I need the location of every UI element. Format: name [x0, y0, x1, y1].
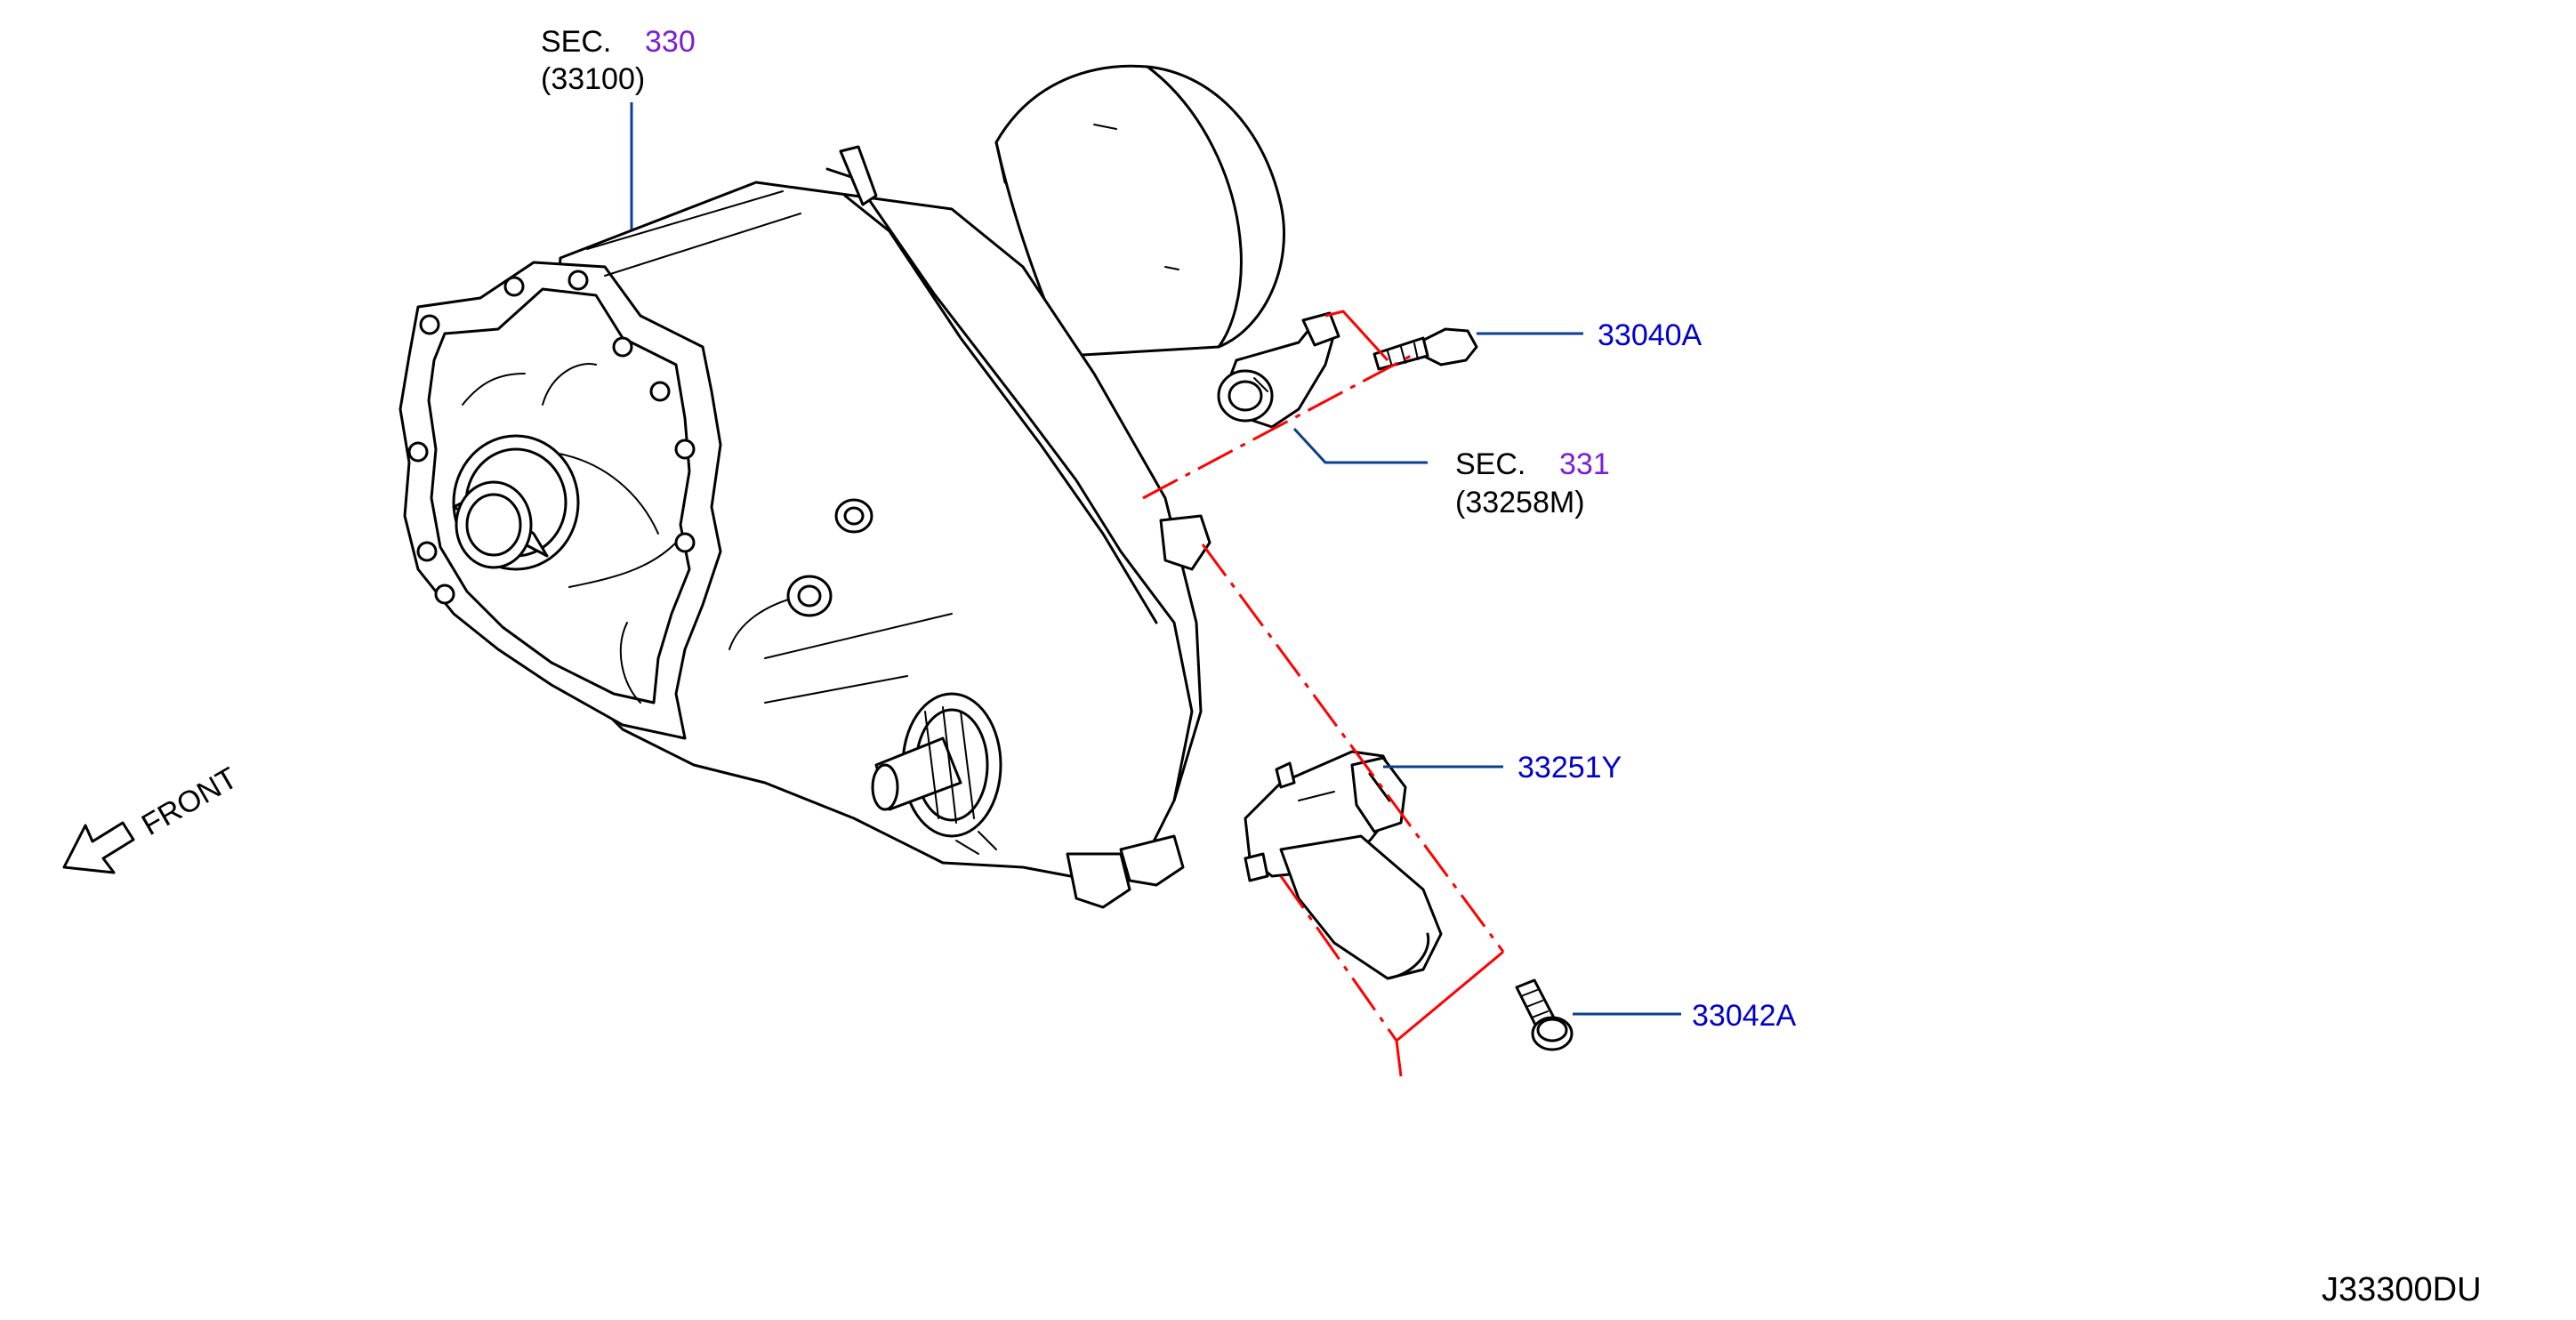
bolt-lower: [1515, 978, 1574, 1051]
figure-id: J33300DU: [2322, 1271, 2482, 1308]
bolt-upper: [1373, 327, 1478, 371]
sec-330-number[interactable]: 330: [645, 25, 696, 59]
sec-330-part-number: (33100): [541, 62, 645, 96]
actuator-motor: [1244, 750, 1443, 980]
installation-lines: [1142, 310, 1505, 1077]
label-sec-331: SEC. 331 (33258M): [1455, 447, 1610, 519]
sec-330-prefix: SEC.: [541, 25, 611, 59]
part-33040a-label[interactable]: 33040A: [1598, 318, 1703, 352]
label-sec-330: SEC. 330 (33100): [541, 25, 696, 96]
part-33042a-label[interactable]: 33042A: [1692, 999, 1797, 1033]
sec-331-number[interactable]: 331: [1559, 447, 1610, 481]
sec-331-prefix: SEC.: [1455, 447, 1525, 481]
position-sensor: [1217, 311, 1340, 429]
front-label: FRONT: [136, 761, 243, 841]
sec-331-part-number: (33258M): [1455, 486, 1585, 519]
transfer-case-assembly: [398, 64, 1285, 909]
part-33251y-label[interactable]: 33251Y: [1517, 751, 1622, 785]
front-arrow-icon: [62, 821, 135, 874]
leader-lines: [630, 102, 1681, 1016]
front-direction-indicator: FRONT: [62, 761, 243, 874]
